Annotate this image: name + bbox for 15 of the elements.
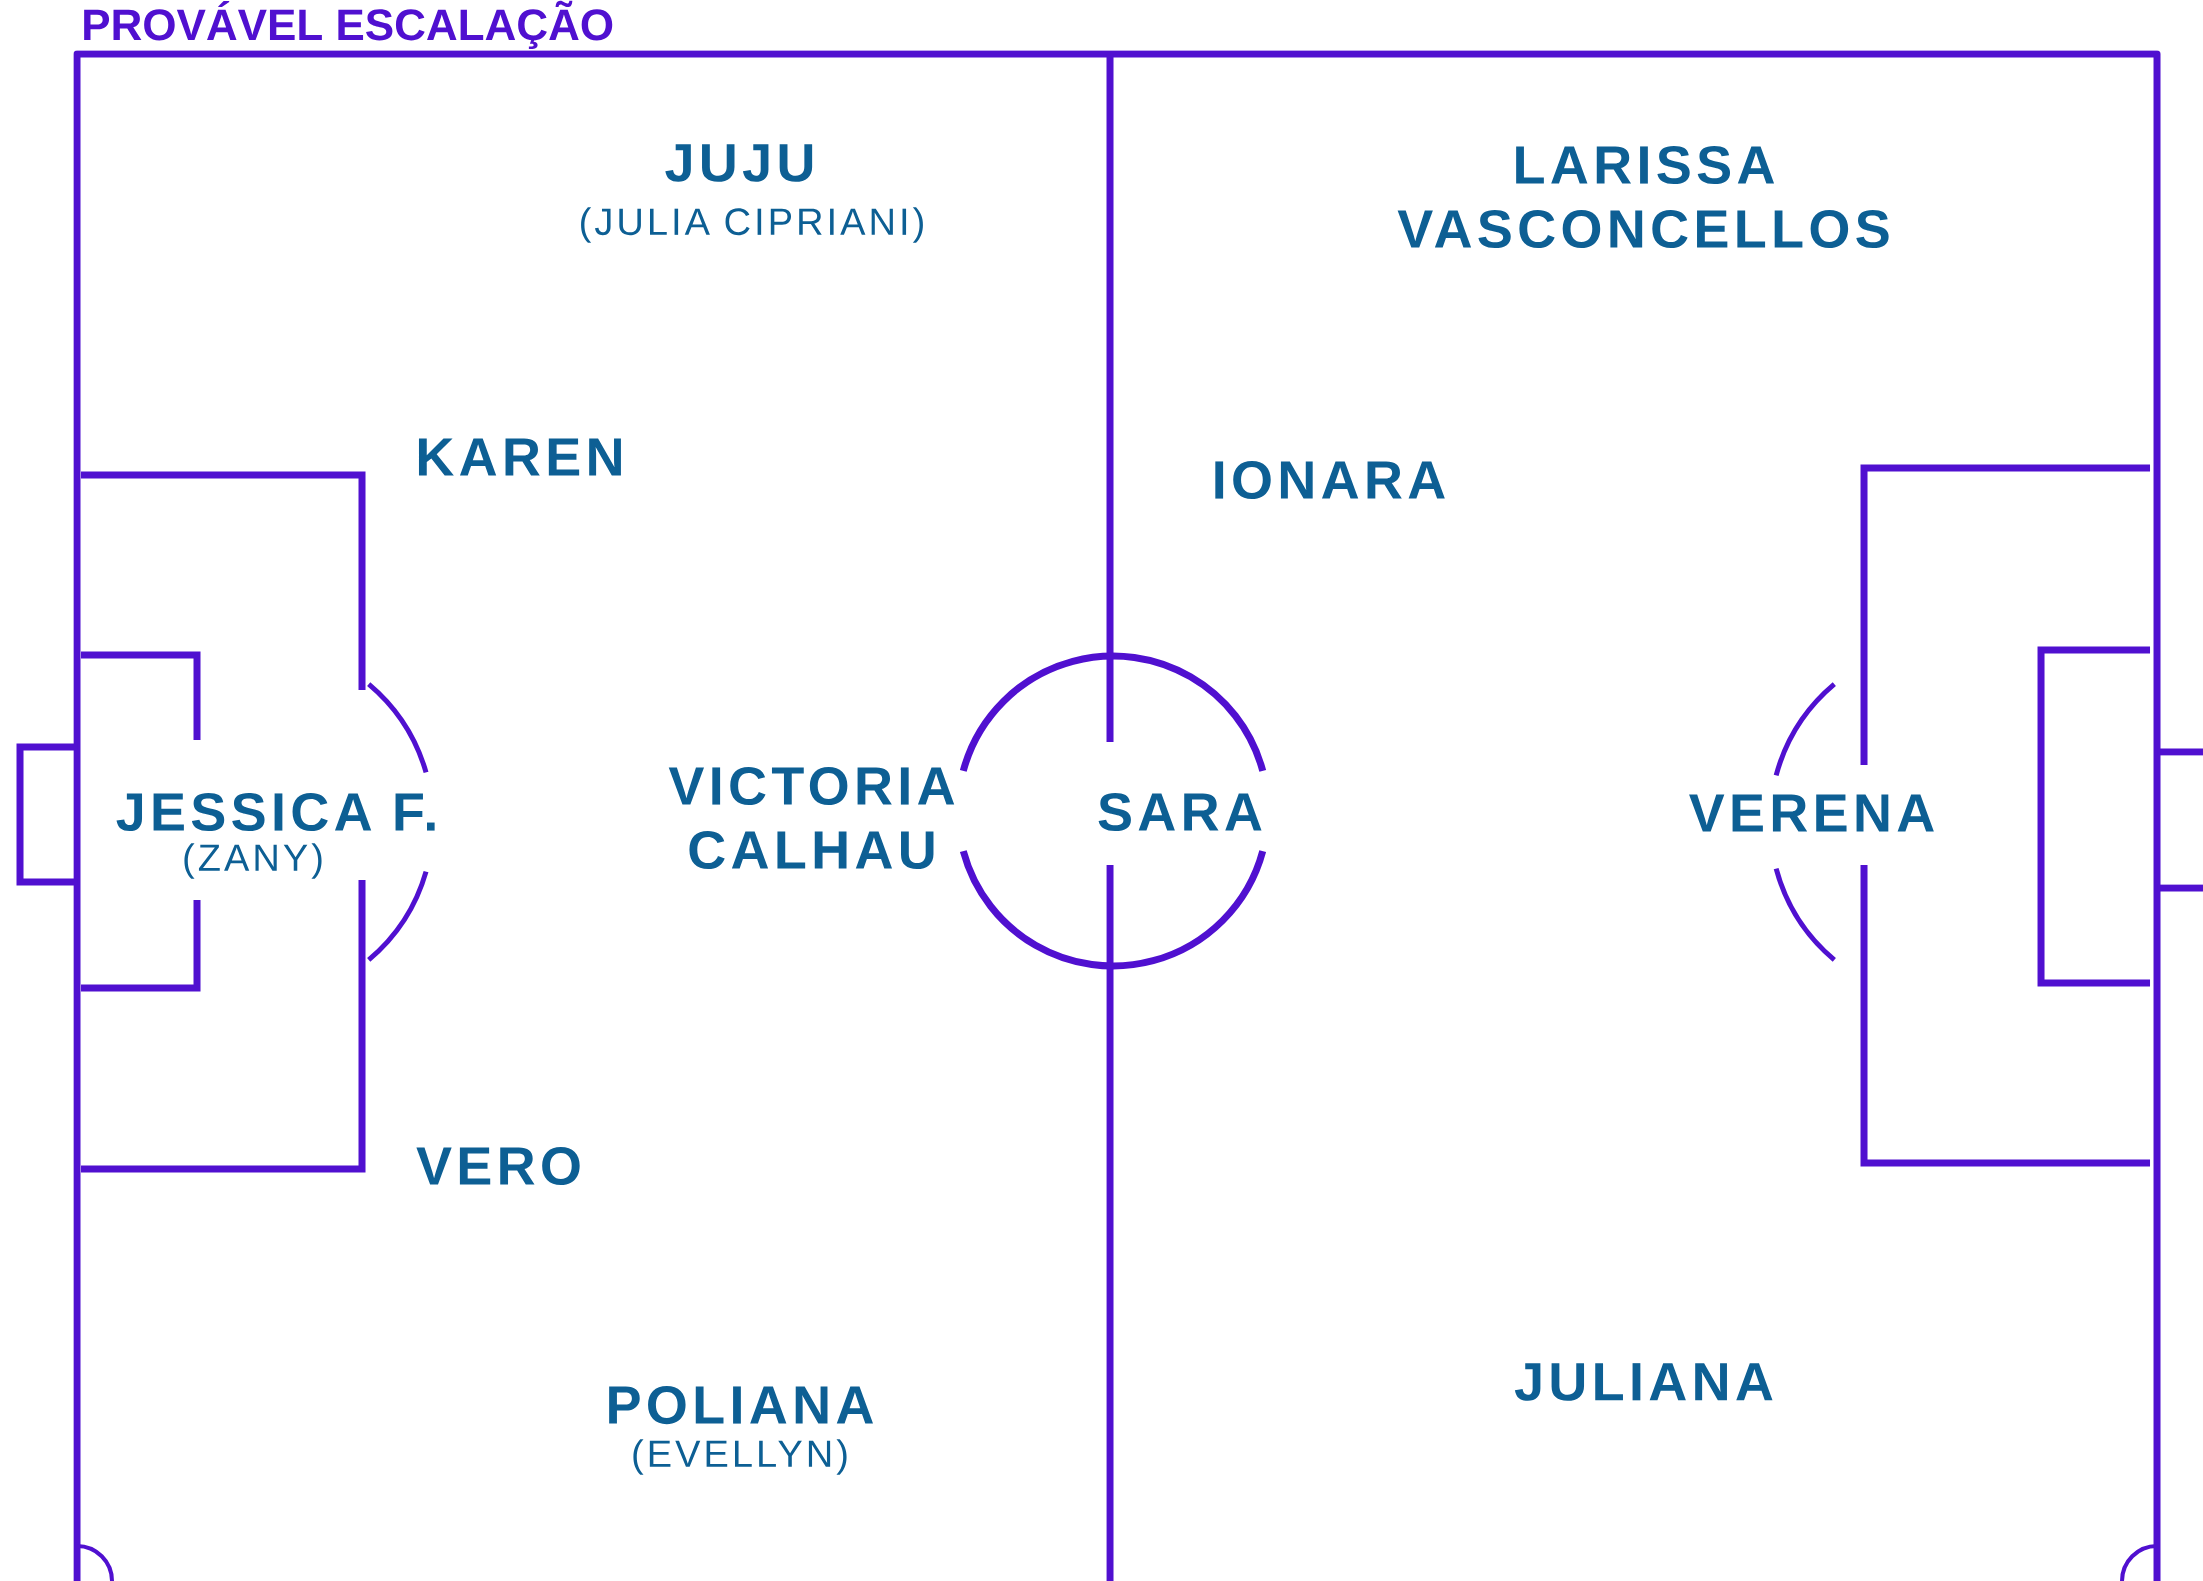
player-name: VICTORIA CALHAU (668, 766, 955, 870)
player-name: JUJU (665, 144, 813, 182)
player-name: VERENA (1689, 794, 1934, 832)
title: PROVÁVEL ESCALAÇÃO (84, 0, 613, 50)
player-nickname: (JULIA CIPRIANI) (581, 207, 923, 243)
player-name: JESSICA F. (116, 792, 435, 832)
player-name: VERO (416, 1146, 580, 1186)
player-name: IONARA (1215, 460, 1445, 500)
player-name: SARA (1098, 792, 1262, 832)
player-nickname: (EVELLYN) (633, 1439, 847, 1475)
player-name: JULIANA (1514, 1363, 1773, 1401)
player-name: LARISSA VASCONCELLOS (1397, 145, 1889, 249)
player-name: POLIANA (609, 1385, 873, 1425)
player-nickname: (ZANY) (184, 843, 322, 879)
player-name: KAREN (419, 438, 621, 476)
